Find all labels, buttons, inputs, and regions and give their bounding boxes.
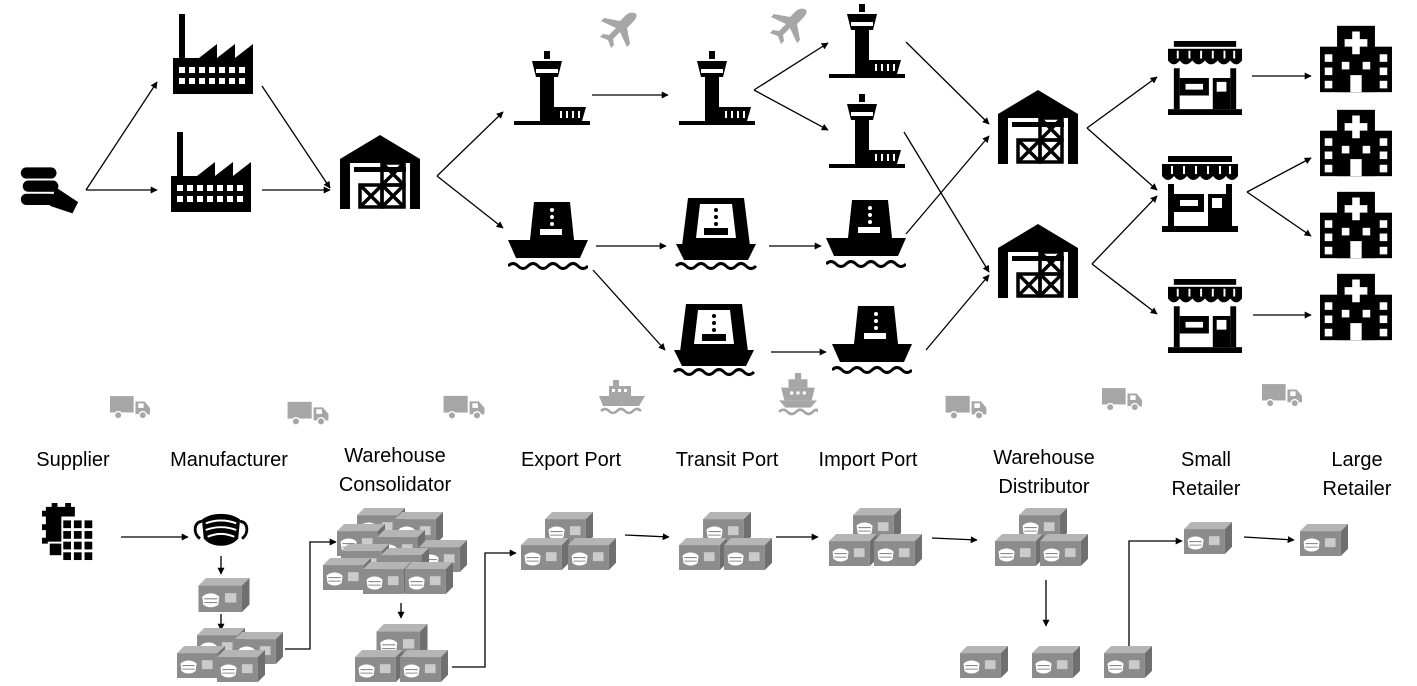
hospital-icon	[1320, 191, 1392, 259]
control-tower-icon	[514, 51, 590, 125]
label-import-port: Import Port	[793, 446, 943, 475]
truck-icon	[944, 395, 988, 420]
label-line: Small	[1180, 449, 1231, 471]
label-warehouse-distributor: Warehouse Distributor	[969, 444, 1119, 502]
mask-box-icon	[216, 650, 266, 682]
hospital-icon	[1320, 109, 1392, 177]
mask-box-icon	[678, 538, 728, 570]
label-line: Consolidator	[338, 474, 452, 496]
label-manufacturer: Manufacturer	[154, 446, 304, 475]
cargo-ship-icon	[674, 196, 758, 270]
mask-box-icon	[404, 562, 454, 594]
label-line: Large	[1331, 449, 1383, 471]
store-icon	[1168, 279, 1242, 353]
mask-box-icon	[1299, 524, 1349, 556]
label-line: Warehouse	[344, 445, 446, 467]
label-line: Export Port	[520, 449, 622, 471]
warehouse-icon	[996, 88, 1080, 164]
mask-box-icon	[567, 538, 617, 570]
mask-box-icon	[1039, 534, 1089, 566]
truck-icon	[286, 401, 330, 426]
filter-material-icon	[42, 503, 93, 561]
factory-icon	[171, 132, 251, 212]
label-line: Import Port	[818, 449, 918, 471]
truck-icon	[110, 395, 150, 420]
cargo-ship-icon	[672, 302, 756, 376]
label-line: Transit Port	[675, 449, 779, 471]
network-icons	[18, 4, 1392, 376]
fabric-roll-icon	[18, 165, 80, 214]
mask-box-icon	[723, 538, 773, 570]
label-line: Warehouse	[993, 447, 1095, 469]
label-line: Retailer	[1171, 478, 1241, 500]
control-tower-icon	[829, 94, 905, 168]
mask-box-icon	[198, 578, 250, 612]
hospital-icon	[1320, 25, 1392, 93]
cruise-ship-icon	[778, 372, 818, 416]
mask-box-icon	[1031, 646, 1081, 678]
label-export-port: Export Port	[496, 446, 646, 475]
mask-box-icon	[994, 534, 1044, 566]
flow-connectors	[121, 533, 1295, 668]
label-large-retailer: Large Retailer	[1282, 446, 1417, 504]
mask-box-icon	[873, 534, 923, 566]
store-icon	[1162, 156, 1238, 232]
control-tower-icon	[679, 51, 755, 125]
cargo-ship-icon	[826, 198, 906, 268]
label-small-retailer: Small Retailer	[1131, 446, 1281, 504]
factory-icon	[173, 14, 253, 94]
mask-box-icon	[1183, 522, 1233, 554]
transport-icons	[110, 372, 1302, 426]
face-mask-icon	[193, 512, 249, 548]
mask-box-icon	[399, 650, 449, 682]
network-connectors	[85, 41, 1312, 356]
cargo-ship-icon	[508, 200, 588, 270]
label-line: Distributor	[998, 476, 1090, 498]
label-transit-port: Transit Port	[652, 446, 802, 475]
hospital-icon	[1320, 273, 1392, 341]
airplane-icon	[770, 8, 807, 44]
label-supplier: Supplier	[0, 446, 148, 475]
cargo-ship-icon	[832, 304, 912, 374]
store-icon	[1168, 41, 1242, 115]
label-warehouse-consolidator: Warehouse Consolidator	[320, 442, 470, 500]
mask-box-icon	[354, 650, 404, 682]
truck-icon	[1262, 383, 1302, 408]
label-line: Supplier	[36, 449, 110, 471]
warehouse-icon	[996, 222, 1080, 298]
mask-box-icon	[828, 534, 878, 566]
truck-icon	[1102, 387, 1142, 412]
airplane-icon	[600, 12, 637, 48]
ship-icon	[598, 380, 646, 414]
truck-icon	[442, 395, 486, 420]
mask-box-icon	[362, 562, 412, 594]
label-line: Retailer	[1322, 478, 1392, 500]
mask-box-icon	[520, 538, 570, 570]
mask-box-icon	[959, 646, 1009, 678]
flow-icons	[42, 503, 1349, 682]
mask-box-icon	[1103, 646, 1153, 678]
control-tower-icon	[829, 4, 905, 78]
label-line: Manufacturer	[170, 449, 288, 471]
warehouse-icon	[338, 133, 422, 209]
